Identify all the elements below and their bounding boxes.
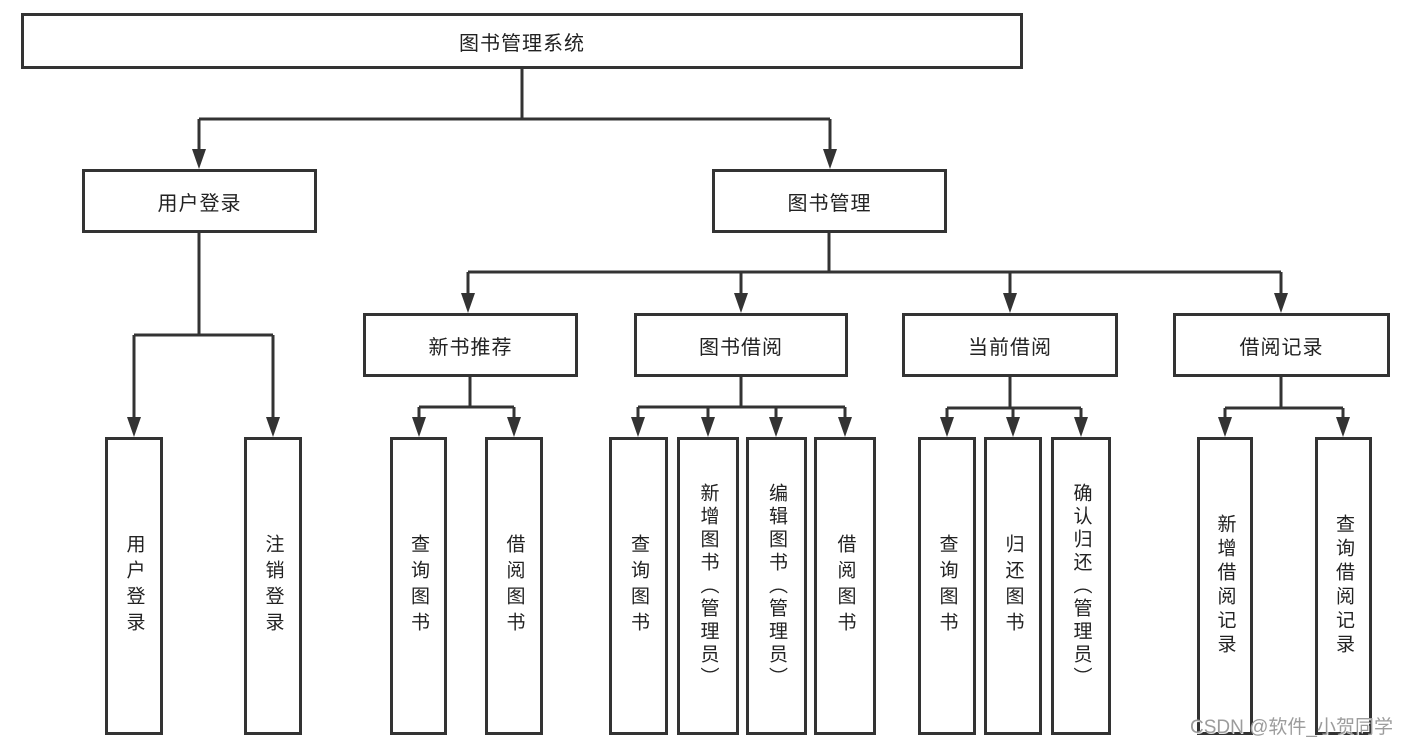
leaf-query-books-current: 查询图书 [918, 437, 976, 735]
leaf-borrow-books-recommend: 借阅图书 [485, 437, 543, 735]
leaf-edit-books-admin: 编辑图书（管理员） [746, 437, 807, 735]
leaf-user-login: 用户登录 [105, 437, 163, 735]
leaf-add-borrow-record: 新增借阅记录 [1197, 437, 1253, 735]
node-book-borrowing: 图书借阅 [634, 313, 848, 377]
leaf-confirm-return-admin: 确认归还（管理员） [1051, 437, 1111, 735]
leaf-query-borrow-record: 查询借阅记录 [1315, 437, 1372, 735]
csdn-watermark: CSDN @软件_小贺同学 [1190, 717, 1393, 738]
node-borrowing-records: 借阅记录 [1173, 313, 1390, 377]
node-library-management-system: 图书管理系统 [21, 13, 1023, 69]
node-new-book-recommendation: 新书推荐 [363, 313, 578, 377]
leaf-borrow-books-borrowing: 借阅图书 [814, 437, 876, 735]
node-current-borrowing: 当前借阅 [902, 313, 1118, 377]
leaf-query-books-recommend: 查询图书 [390, 437, 447, 735]
leaf-logout: 注销登录 [244, 437, 302, 735]
leaf-return-books: 归还图书 [984, 437, 1042, 735]
node-user-login: 用户登录 [82, 169, 317, 233]
leaf-query-books-borrowing: 查询图书 [609, 437, 668, 735]
leaf-add-books-admin: 新增图书（管理员） [677, 437, 739, 735]
node-book-management: 图书管理 [712, 169, 947, 233]
